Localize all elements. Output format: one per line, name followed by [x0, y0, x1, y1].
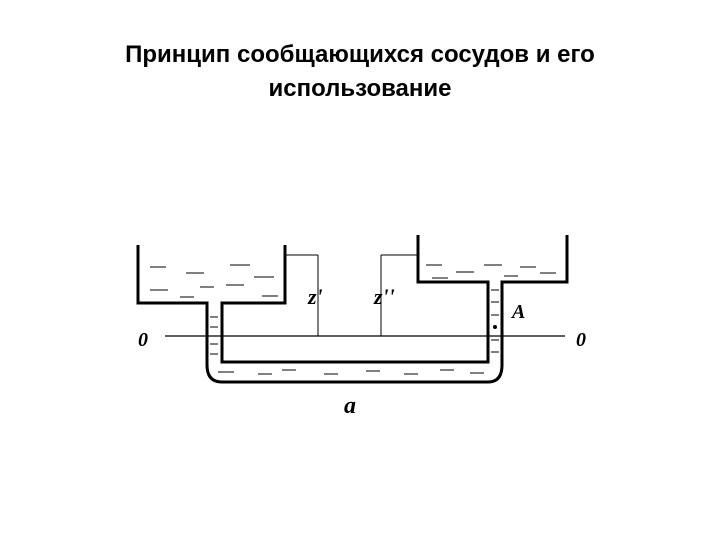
label-caption-a: a — [344, 393, 356, 419]
page-title-line-2: использование — [268, 75, 452, 102]
point-a-marker — [493, 325, 497, 329]
page-title-line-1: Принцип сообщающихся сосудов и его — [125, 41, 595, 68]
liquid-hatching — [150, 264, 556, 375]
label-point-a: A — [510, 301, 525, 323]
page-title: Принцип сообщающихся сосудов и его испол… — [0, 38, 720, 106]
label-zero-right: 0 — [576, 329, 586, 351]
vessel-outer-wall — [136, 235, 569, 384]
vessel-inner-wall — [220, 235, 490, 364]
label-zero-left: 0 — [138, 329, 148, 351]
label-z2: z'' — [373, 284, 395, 309]
label-z1: z' — [307, 284, 323, 309]
